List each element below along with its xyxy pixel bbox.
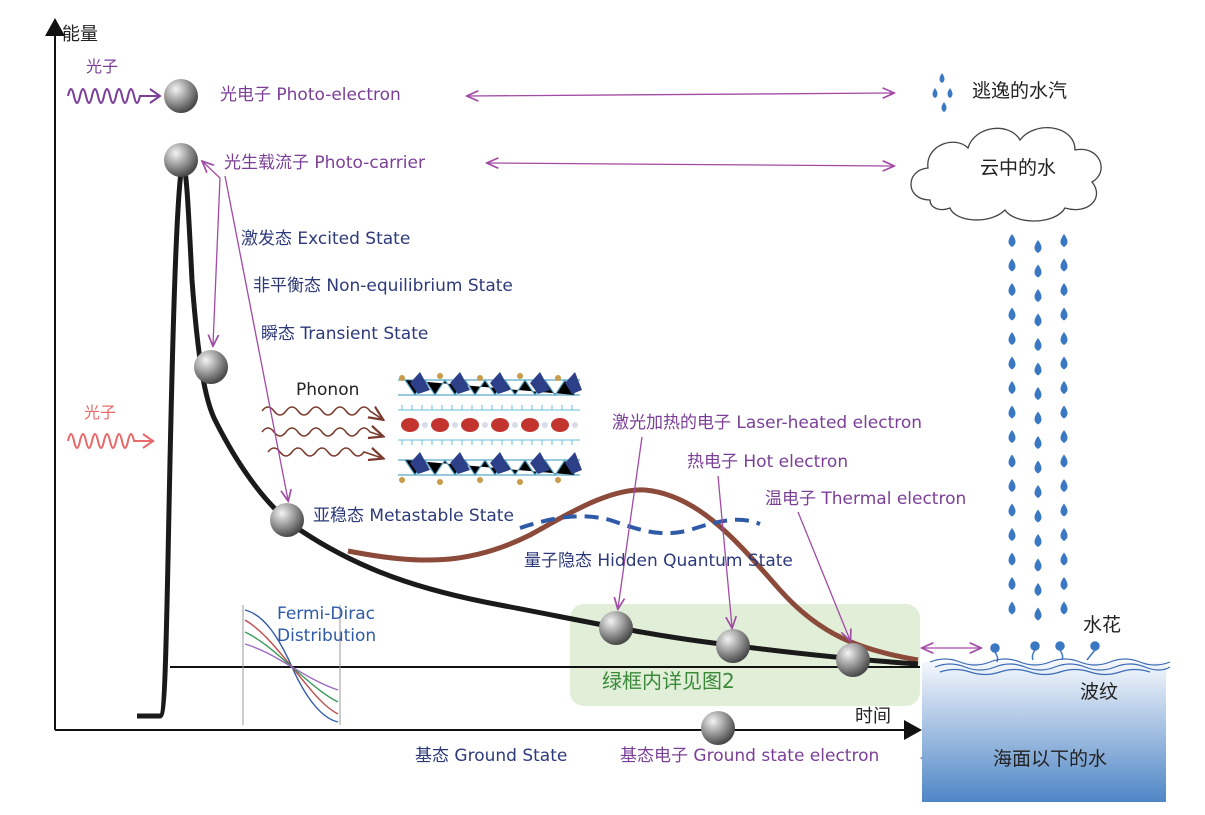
rain-drop	[1060, 601, 1068, 615]
rain-drop	[1008, 405, 1016, 419]
excited-state-label: 激发态 Excited State	[241, 229, 410, 249]
rain-drop	[1060, 258, 1068, 272]
rain-drop	[1034, 534, 1042, 547]
hidden-quantum-curve	[519, 514, 761, 536]
rain-drop	[1008, 381, 1016, 394]
transient-state-label: 瞬态 Transient State	[261, 324, 428, 344]
rain-drop	[1008, 454, 1016, 468]
photo-carrier-label: 光生载流子 Photo-carrier	[224, 153, 425, 173]
annotation-arrows	[203, 93, 990, 758]
relaxation-curve	[137, 162, 919, 719]
escaped-vapor-label: 逃逸的水汽	[972, 80, 1067, 102]
rain-drop	[1034, 436, 1042, 449]
rain-drop	[1034, 387, 1042, 400]
rain-drop	[1034, 362, 1042, 376]
laser-heated-electron-ball	[599, 611, 633, 645]
photon-label-mid: 光子	[84, 403, 116, 422]
rain-drop	[1060, 307, 1068, 321]
escaped-vapor-drops	[932, 73, 953, 112]
thermal-electron-ball	[836, 643, 870, 677]
x-axis-label: 时间	[855, 706, 891, 727]
thermal-electron-label: 温电子 Thermal electron	[765, 489, 966, 509]
hot-electron-ball	[716, 629, 750, 663]
crystal-structure-image	[398, 372, 582, 485]
y-axis-label: 能量	[62, 24, 98, 45]
rain-drop	[1060, 454, 1068, 468]
rain-drop	[1060, 381, 1068, 394]
laser-heated-label: 激光加热的电子 Laser-heated electron	[612, 413, 922, 433]
rain-drop	[1034, 313, 1042, 327]
green-box-label: 绿框内详见图2	[602, 669, 735, 693]
splash-label: 水花	[1083, 614, 1121, 636]
photo-electron-label: 光电子 Photo-electron	[220, 85, 401, 105]
non-equilibrium-label: 非平衡态 Non-equilibrium State	[253, 276, 513, 296]
rain-drop	[1034, 411, 1042, 425]
metastable-state-label: 亚稳态 Metastable State	[313, 506, 514, 526]
rain-drop	[1034, 289, 1042, 302]
rain-drop	[1060, 283, 1068, 296]
rain-drop	[1034, 460, 1042, 474]
rain-drop	[1034, 338, 1042, 351]
rain-drop	[1060, 234, 1068, 247]
rain-drop	[1060, 503, 1068, 517]
below-surface-label: 海面以下的水	[993, 748, 1107, 770]
sea-below-surface	[922, 662, 1166, 802]
rain-drop	[1060, 552, 1068, 566]
rain-drop	[1008, 307, 1016, 321]
cloud-shape	[910, 127, 1102, 222]
fermi-dirac-label-1: Fermi-Dirac	[277, 604, 375, 624]
rain-drop	[1008, 503, 1016, 517]
rain-drop	[1034, 583, 1042, 596]
splash-drops	[990, 641, 1100, 663]
rain-drop	[1060, 332, 1068, 345]
hot-electron-curve	[347, 487, 919, 663]
photo-electron-ball	[164, 79, 198, 113]
phonon-label: Phonon	[296, 380, 359, 400]
rain-drop	[1060, 356, 1068, 370]
rain-drop	[1060, 430, 1068, 443]
rain-drop	[1034, 558, 1042, 572]
metastable-state-ball	[270, 503, 304, 537]
photon-wave-mid	[67, 433, 155, 449]
rain-drop	[1034, 485, 1042, 498]
photon-label-top: 光子	[86, 57, 118, 76]
rain-drop	[1060, 479, 1068, 492]
rain-drop	[1008, 234, 1016, 247]
rain-drop	[1008, 356, 1016, 370]
fermi-dirac-inset	[242, 605, 341, 725]
rain-drop	[1008, 283, 1016, 296]
rain-drop	[1034, 240, 1042, 253]
rain-drop	[1034, 607, 1042, 621]
rain-drop	[1008, 430, 1016, 443]
phonon-arrows	[261, 407, 382, 458]
rain-drop	[1008, 479, 1016, 492]
photon-wave-top	[67, 88, 162, 104]
ground-state-electron-ball	[701, 711, 735, 745]
rain-drop	[1060, 405, 1068, 419]
photo-carrier-ball	[164, 143, 198, 177]
ground-state-label: 基态 Ground State	[415, 746, 567, 766]
cloud-water-label: 云中的水	[980, 157, 1056, 179]
ground-electron-label: 基态电子 Ground state electron	[620, 746, 879, 766]
rain-drop	[1008, 332, 1016, 345]
rain-drop	[1034, 264, 1042, 278]
transient-state-ball	[194, 350, 228, 384]
rain-drop	[1008, 552, 1016, 566]
rain-drop	[1034, 509, 1042, 523]
rain-drop	[1060, 577, 1068, 590]
hot-electron-label: 热电子 Hot electron	[687, 452, 848, 472]
rain-drop	[1008, 601, 1016, 615]
rain-drops	[1008, 234, 1068, 621]
rain-drop	[1008, 528, 1016, 541]
ripples	[929, 658, 1171, 676]
rain-drop	[1060, 528, 1068, 541]
hidden-quantum-label: 量子隐态 Hidden Quantum State	[524, 551, 793, 571]
ripple-label: 波纹	[1080, 681, 1118, 703]
rain-drop	[1008, 577, 1016, 590]
fermi-dirac-label-2: Distribution	[277, 626, 376, 646]
rain-drop	[1008, 258, 1016, 272]
